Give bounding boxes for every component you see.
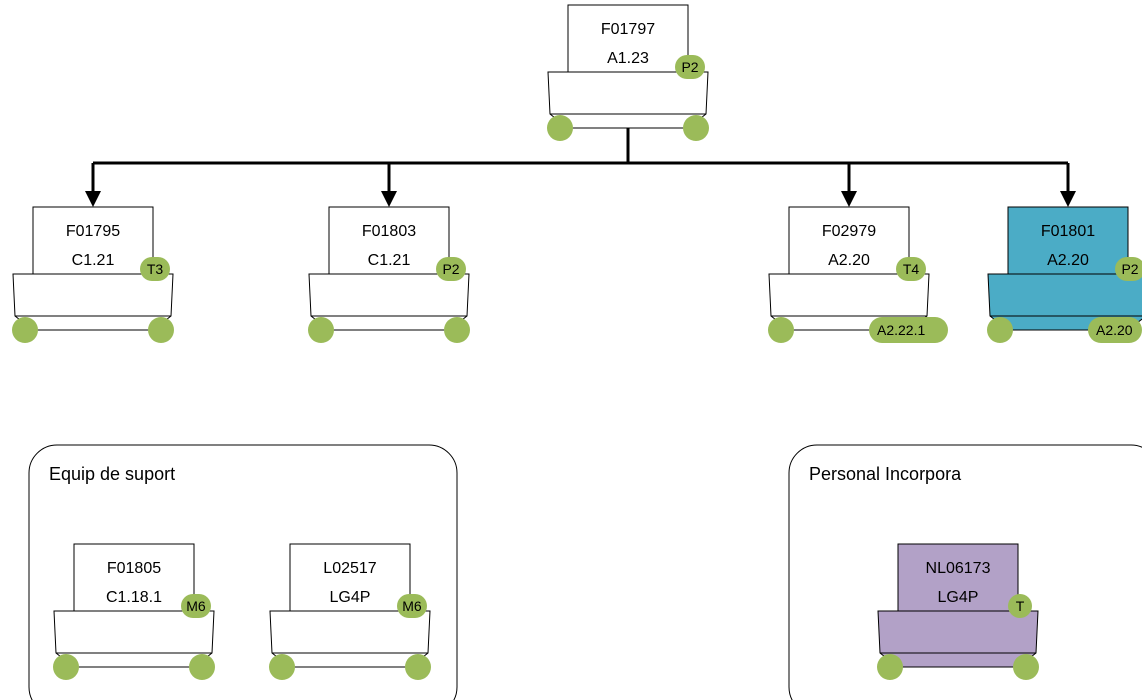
node-base [308, 273, 470, 331]
badge-label: M6 [402, 598, 422, 614]
bottom-left-dot [269, 654, 295, 680]
arrow-head [381, 191, 397, 207]
node-level: C1.21 [72, 252, 115, 269]
badge-label: P2 [442, 261, 459, 277]
node-code: F01805 [107, 560, 161, 577]
bottom-right-dot [1013, 654, 1039, 680]
node-code: F01803 [362, 223, 416, 240]
node-base [547, 71, 709, 129]
badge-pill [140, 257, 170, 281]
connectors-layer [85, 128, 1076, 207]
badge-label: M6 [186, 598, 206, 614]
node-card [788, 206, 910, 275]
groups-layer: Equip de suport Personal Incorpora [28, 444, 1142, 700]
bottom-left-dot [987, 317, 1013, 343]
node-card [1007, 206, 1129, 275]
group-title: Personal Incorpora [809, 464, 962, 484]
badge-label: T [1016, 598, 1025, 614]
node-code: F01797 [601, 21, 655, 38]
group-frame [28, 444, 458, 700]
node-level: C1.21 [368, 252, 411, 269]
badge-pill [397, 594, 427, 618]
badge-label: T4 [903, 261, 920, 277]
badge-label: P2 [1121, 261, 1138, 277]
arrow-head [85, 191, 101, 207]
bottom-left-dot [308, 317, 334, 343]
group-incorp: Personal Incorpora [788, 444, 1142, 700]
badge-pill [1115, 257, 1142, 281]
node-level: LG4P [938, 589, 979, 606]
node-code: F02979 [822, 223, 876, 240]
node-base [12, 273, 174, 331]
node-level: A2.20 [828, 252, 870, 269]
group-title: Equip de suport [49, 464, 175, 484]
bottom-right-dot [683, 115, 709, 141]
node-card [567, 4, 689, 73]
badge-pill [675, 55, 705, 79]
bottom-right-dot [148, 317, 174, 343]
arrow-head [1060, 191, 1076, 207]
node-card [73, 543, 195, 612]
bottom-left-dot [877, 654, 903, 680]
bottom-left-dot [12, 317, 38, 343]
node-level: A1.23 [607, 50, 649, 67]
badge-label: T3 [147, 261, 164, 277]
bottom-left-dot [768, 317, 794, 343]
bottom-right-pill [869, 317, 948, 343]
bottom-left-dot [547, 115, 573, 141]
badge-pill [181, 594, 211, 618]
node-code: L02517 [323, 560, 376, 577]
node-base [269, 610, 431, 668]
node-base [53, 610, 215, 668]
node-card [897, 543, 1019, 612]
node-level: C1.18.1 [106, 589, 162, 606]
bottom-left-dot [53, 654, 79, 680]
bottom-right-label: A2.20 [1096, 322, 1133, 338]
node-level: LG4P [330, 589, 371, 606]
node-card [32, 206, 154, 275]
bottom-right-dot [444, 317, 470, 343]
bottom-right-dot [189, 654, 215, 680]
node-card [289, 543, 411, 612]
badge-label: P2 [681, 59, 698, 75]
node-code: F01801 [1041, 223, 1095, 240]
bottom-right-dot [405, 654, 431, 680]
bottom-right-label: A2.22.1 [877, 322, 925, 338]
badge-pill [1008, 594, 1032, 618]
badge-pill [436, 257, 466, 281]
group-frame [788, 444, 1142, 700]
bottom-right-pill [1088, 317, 1142, 343]
arrow-head [841, 191, 857, 207]
node-card [328, 206, 450, 275]
node-level: A2.20 [1047, 252, 1089, 269]
node-base [877, 610, 1039, 668]
node-code: F01795 [66, 223, 120, 240]
node-code: NL06173 [926, 560, 991, 577]
badge-pill [896, 257, 926, 281]
group-support: Equip de suport [28, 444, 458, 700]
